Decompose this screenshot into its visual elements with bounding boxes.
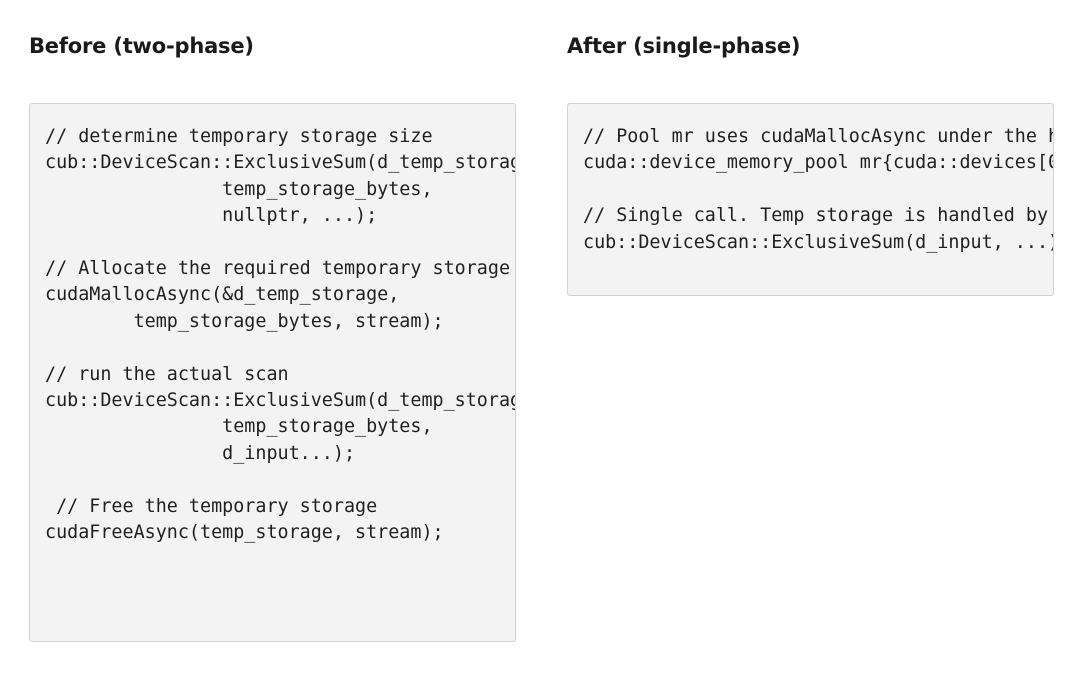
before-heading: Before (two-phase) xyxy=(29,34,254,58)
before-code: // determine temporary storage size cub:… xyxy=(45,126,516,544)
after-heading: After (single-phase) xyxy=(567,34,801,58)
after-code: // Pool mr uses cudaMallocAsync under th… xyxy=(583,126,1053,253)
after-code-block[interactable]: // Pool mr uses cudaMallocAsync under th… xyxy=(567,103,1054,296)
before-code-block[interactable]: // determine temporary storage size cub:… xyxy=(29,103,516,642)
